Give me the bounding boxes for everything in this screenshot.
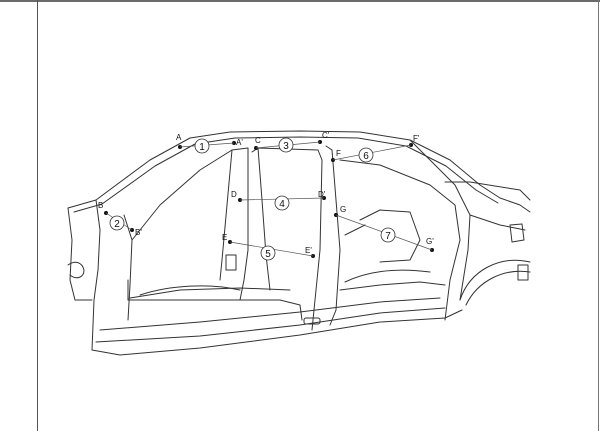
label-f-prime: F' [413, 134, 420, 143]
label-c-prime: C' [322, 131, 330, 140]
label-c: C [255, 136, 261, 145]
callout-1: 1 [199, 142, 205, 153]
label-d: D [231, 190, 237, 199]
label-b: B [98, 201, 103, 210]
callout-4: 4 [279, 199, 285, 210]
label-g: G [340, 205, 346, 214]
callout-7: 7 [385, 231, 391, 242]
point-c-marker [254, 146, 258, 150]
label-a: A [176, 133, 182, 142]
left-margin-line [37, 0, 38, 431]
callout-circles [109, 137, 396, 261]
callout-5: 5 [265, 249, 271, 260]
label-f: F [336, 149, 341, 158]
label-e-prime: E' [305, 246, 312, 255]
callout-2: 2 [114, 219, 120, 230]
callout-6: 6 [363, 151, 369, 162]
label-g-prime: G' [426, 237, 434, 246]
top-border-line [0, 0, 600, 2]
label-b-prime: B' [135, 228, 142, 237]
label-d-prime: D' [318, 190, 326, 199]
label-e: E [222, 233, 227, 242]
callout-3: 3 [283, 141, 289, 152]
body-side-outline [67, 130, 531, 356]
right-margin-line [598, 0, 599, 431]
label-a-prime: A' [236, 138, 243, 147]
